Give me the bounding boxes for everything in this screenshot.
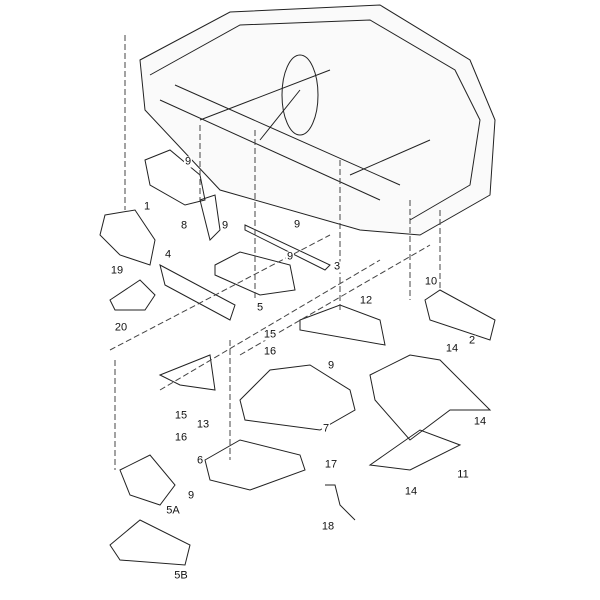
part-3 [244,224,331,271]
callout-19: 19 [109,264,125,277]
callout-14: 14 [444,342,460,355]
callout-9: 9 [186,489,196,502]
callout-14: 14 [472,415,488,428]
part-12 [299,304,386,346]
callout-4: 4 [163,248,173,261]
callout-15: 15 [173,409,189,422]
callout-16: 16 [173,431,189,444]
callout-18: 18 [320,520,336,533]
callout-8: 8 [179,219,189,232]
callout-5: 5 [255,301,265,314]
callout-12: 12 [358,294,374,307]
parts-outlines [99,149,496,566]
part-4 [159,264,236,321]
callout-2: 2 [467,334,477,347]
callout-5B: 5B [173,569,189,582]
callout-10: 10 [423,275,439,288]
part-2 [369,354,492,441]
callout-11: 11 [456,468,470,481]
callout-15: 15 [262,328,278,341]
callout-9: 9 [292,218,302,231]
part-8 [199,194,221,241]
callout-14: 14 [403,485,419,498]
part-1 [144,149,206,206]
callout-1: 1 [142,200,152,213]
part-5 [214,251,296,296]
callout-9: 9 [183,155,193,168]
part-5B [109,519,191,566]
part-10 [424,289,496,341]
part-6 [204,439,306,491]
callout-3: 3 [332,260,342,273]
callout-9: 9 [220,219,230,232]
callout-20: 20 [113,321,129,334]
part-7 [239,364,356,431]
callout-9: 9 [285,250,295,263]
part-13 [158,354,216,391]
part-5A [119,454,176,506]
part-20 [109,279,156,311]
callout-13: 13 [195,418,211,431]
callout-9: 9 [326,359,336,372]
callout-17: 17 [323,458,339,471]
part-19 [99,209,156,266]
callout-5A: 5A [165,504,181,517]
vehicle-underbody [139,4,496,236]
part-11 [368,429,462,471]
callout-6: 6 [195,454,205,467]
callout-7: 7 [321,422,331,435]
part-18 [325,484,356,521]
callout-16: 16 [262,345,278,358]
